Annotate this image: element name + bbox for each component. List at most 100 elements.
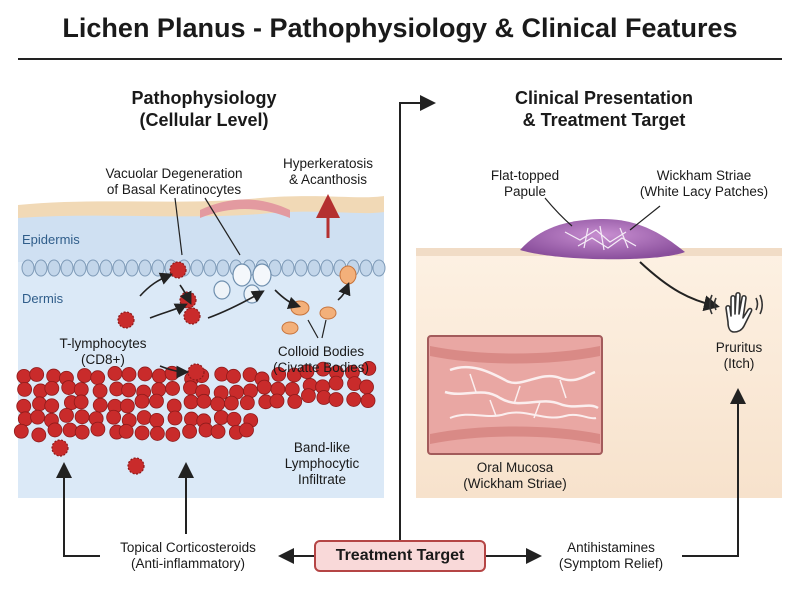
arrow-to-clinical-heading xyxy=(399,95,436,540)
epidermis-label: Epidermis xyxy=(22,232,80,247)
epidermis-layer xyxy=(18,205,384,262)
lymphocyte-cell xyxy=(271,366,287,382)
basal-cell xyxy=(138,259,152,277)
lymphocyte-cell xyxy=(196,393,212,409)
basal-cell xyxy=(307,259,321,277)
lymphocyte-cell xyxy=(74,409,90,425)
label-line: Topical Corticosteroids xyxy=(120,540,256,555)
lymphocyte-cell xyxy=(301,388,316,404)
lymphocyte-cell xyxy=(136,410,152,425)
t-lymphocytes-label: T-lymphocytes (CD8+) xyxy=(44,336,162,368)
t-lymphocyte xyxy=(117,311,135,329)
t-lymphocyte xyxy=(187,363,205,381)
label-line: (Itch) xyxy=(723,356,755,372)
wickham-striae-lines xyxy=(564,225,637,251)
lymphocyte-cell xyxy=(121,367,137,382)
colloid-bodies-label: Colloid Bodies (Civatte Bodies) xyxy=(256,344,386,376)
basal-cell xyxy=(99,259,113,277)
lymphocyte-cell xyxy=(213,410,229,425)
label-line: of Basal Keratinocytes xyxy=(106,182,242,198)
clinical-panel xyxy=(416,197,782,498)
basal-cell xyxy=(320,259,334,277)
hyperkeratosis-bulge xyxy=(200,199,290,218)
lymphocyte-cell xyxy=(328,392,344,407)
lymphocyte-cell xyxy=(17,382,33,397)
label-line: Band-like xyxy=(293,440,351,455)
t-lymphocyte xyxy=(183,307,201,325)
lymphocyte-cell xyxy=(299,364,315,380)
basal-cell xyxy=(125,259,139,277)
lymphocyte-cell xyxy=(121,382,137,398)
lymphocyte-cell xyxy=(239,395,255,411)
lymphocyte-cell xyxy=(223,395,239,411)
title-divider xyxy=(18,58,782,60)
lymphocyte-cell xyxy=(184,411,199,427)
heading-line: Clinical Presentation xyxy=(514,88,694,108)
lymphocyte-cell xyxy=(106,409,122,425)
lymphocyte-cell xyxy=(90,370,106,386)
heading-line: & Treatment Target xyxy=(522,109,686,130)
lymphocyte-cell xyxy=(74,424,90,440)
label-line: (White Lacy Patches) xyxy=(639,184,769,200)
lymphocyte-cell xyxy=(210,424,226,439)
hyperkeratosis-label: Hyperkeratosis & Acanthosis xyxy=(268,156,388,188)
heading-line: Pathophysiology xyxy=(131,88,277,108)
lymphocyte-cell xyxy=(226,411,242,427)
lymphocyte-cell xyxy=(77,368,92,383)
pathophysiology-heading: Pathophysiology (Cellular Level) xyxy=(84,88,324,131)
lymphocytic-infiltrate xyxy=(13,361,377,443)
label-line: Pruritus xyxy=(715,340,763,355)
lymphocyte-cell xyxy=(107,366,123,381)
wickham-striae-label: Wickham Striae (White Lacy Patches) xyxy=(624,168,784,200)
label-line: Hyperkeratosis xyxy=(282,156,374,171)
lymphocyte-cell xyxy=(31,427,47,443)
basal-cell xyxy=(112,259,126,277)
lymphocyte-cell xyxy=(137,366,153,382)
lymphocyte-cell xyxy=(134,425,150,441)
lymphocyte-cell xyxy=(269,393,285,409)
lymphocyte-cell xyxy=(46,368,62,384)
lymphocyte-cell xyxy=(360,393,376,408)
vacuolar-degeneration-label: Vacuolar Degeneration of Basal Keratinoc… xyxy=(64,166,284,198)
lymphocyte-cell xyxy=(210,396,226,412)
label-line: (Anti-inflammatory) xyxy=(130,556,246,572)
label-line: & Acanthosis xyxy=(288,172,368,188)
stratum-corneum xyxy=(18,196,384,218)
papule-label: Flat-topped Papule xyxy=(470,168,580,200)
t-lymphocyte xyxy=(169,261,187,279)
arrow-topical-to-infiltrate-left xyxy=(56,462,100,557)
label-line: Vacuolar Degeneration xyxy=(105,166,243,181)
oral-mucosa-inset xyxy=(427,335,603,455)
lymphocyte-cell xyxy=(149,412,165,428)
arrow-antihist-to-pruritus xyxy=(682,388,746,557)
basal-cell xyxy=(359,259,373,277)
lymphocyte-cell xyxy=(44,380,60,396)
basal-cell xyxy=(86,259,100,277)
vacuolated-cells xyxy=(213,263,272,304)
lymphocyte-cell xyxy=(73,382,89,397)
basal-cell xyxy=(21,259,35,277)
lymphocyte-cell xyxy=(316,390,332,405)
tissue-section xyxy=(13,194,386,498)
band-infiltrate-label: Band-like Lymphocytic Infiltrate xyxy=(260,440,384,489)
lymphocyte-cell xyxy=(149,426,165,441)
label-line: Papule xyxy=(503,184,547,200)
treatment-target-box: Treatment Target xyxy=(314,540,486,572)
lymphocyte-cell xyxy=(239,422,254,438)
lymphocyte-cell xyxy=(44,398,60,414)
lymphocyte-cell xyxy=(165,427,181,442)
basal-cell xyxy=(151,259,165,277)
oral-mucosa-label: Oral Mucosa (Wickham Striae) xyxy=(440,460,590,492)
lymphocyte-cell xyxy=(167,410,183,426)
topical-corticosteroids-label: Topical Corticosteroids (Anti-inflammato… xyxy=(96,540,280,572)
lymphocyte-cell xyxy=(149,393,164,409)
lymphocyte-cell xyxy=(226,368,241,384)
lymphocyte-cell xyxy=(17,411,33,427)
papule-to-itch-arrow xyxy=(639,261,720,312)
page-title: Lichen Planus - Pathophysiology & Clinic… xyxy=(62,13,738,43)
antihistamines-label: Antihistamines (Symptom Relief) xyxy=(540,540,682,572)
basal-cell xyxy=(47,259,61,277)
lymphocyte-cell xyxy=(151,368,167,384)
label-line: Wickham Striae xyxy=(656,168,752,183)
